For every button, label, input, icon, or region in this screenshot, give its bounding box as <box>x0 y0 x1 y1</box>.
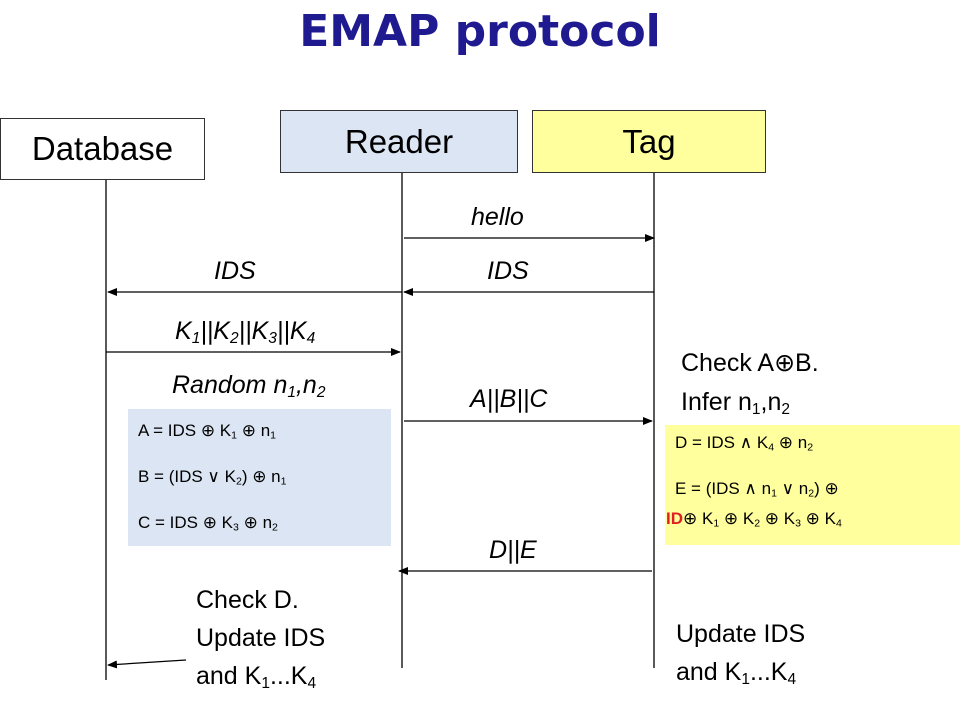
infer-label: Infer n1,n2 <box>681 388 790 418</box>
tag-box: Tag <box>532 110 766 173</box>
de-label: D||E <box>489 536 537 564</box>
reader-box: Reader <box>280 110 518 173</box>
page-title: EMAP protocol <box>299 6 661 57</box>
db-update-keys-label: and K1...K4 <box>196 662 317 692</box>
tag-label: Tag <box>622 122 676 160</box>
db-check-d-label: Check D. <box>196 586 299 614</box>
keys-label: K1||K2||K3||K4 <box>175 317 316 347</box>
formula-d: D = IDS ∧ K4 ⊕ n2 <box>675 433 814 454</box>
tag-computation-box: D = IDS ∧ K4 ⊕ n2 E = (IDS ∧ n1 ∨ n2) ⊕ … <box>665 425 960 545</box>
tag-update-keys-label: and K1...K4 <box>676 658 797 688</box>
database-box: Database <box>0 118 205 180</box>
formula-e-continued: ID⊕ K1 ⊕ K2 ⊕ K3 ⊕ K4 <box>666 509 842 530</box>
check-ab-label: Check A⊕B. <box>681 349 819 377</box>
formula-c: C = IDS ⊕ K3 ⊕ n2 <box>138 513 278 534</box>
formula-e: E = (IDS ∧ n1 ∨ n2) ⊕ <box>675 479 839 500</box>
tag-update-ids-label: Update IDS <box>676 620 806 648</box>
abc-label: A||B||C <box>470 385 548 413</box>
reader-label: Reader <box>344 122 454 160</box>
update-db-arrow <box>107 659 187 669</box>
hello-label: hello <box>471 203 524 231</box>
formula-b: B = (IDS ∨ K2) ⊕ n1 <box>138 467 287 488</box>
random-label: Random n1,n2 <box>172 371 326 401</box>
database-label: Database <box>31 130 174 167</box>
formula-a: A = IDS ⊕ K1 ⊕ n1 <box>138 421 277 442</box>
ids-db-label: IDS <box>214 257 256 285</box>
reader-computation-box: A = IDS ⊕ K1 ⊕ n1 B = (IDS ∨ K2) ⊕ n1 C … <box>128 409 391 546</box>
ids-tag-label: IDS <box>487 257 529 285</box>
db-update-ids-label: Update IDS <box>196 624 326 652</box>
